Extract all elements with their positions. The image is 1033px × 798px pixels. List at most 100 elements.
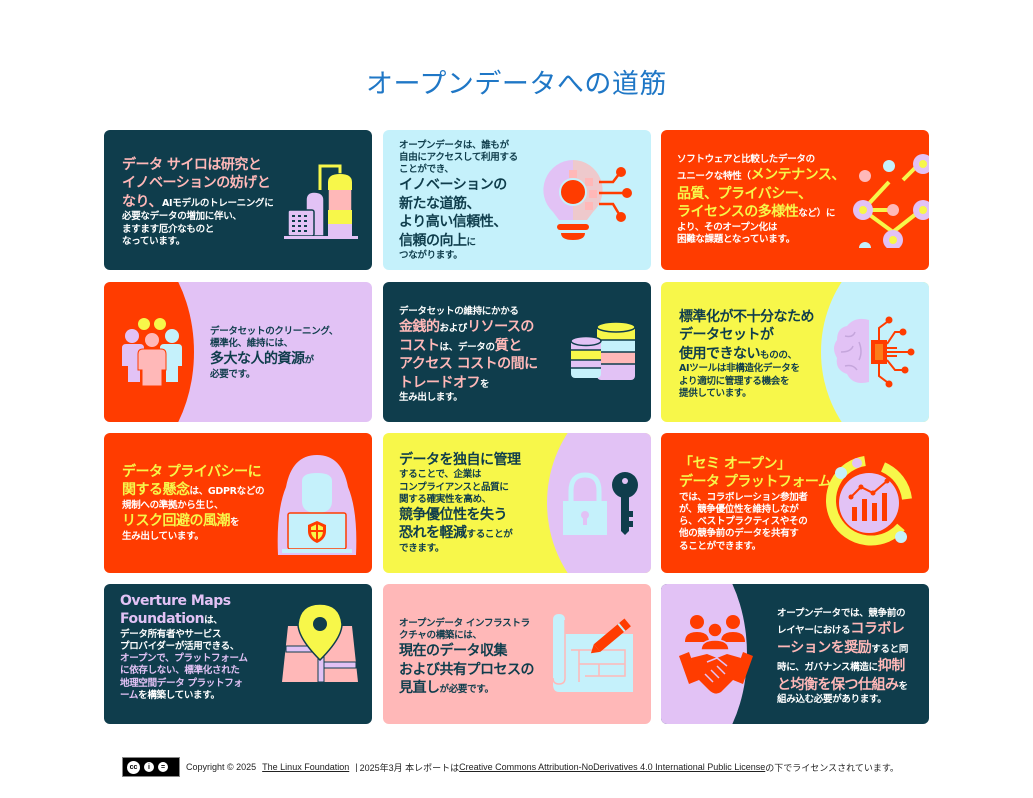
card-body: データセットの維持にかかる bbox=[399, 306, 519, 317]
lock-key-icon bbox=[563, 472, 638, 535]
card-body: など）に bbox=[798, 208, 836, 220]
by-attribution-icon: i bbox=[143, 761, 155, 773]
card-headline: トレードオフ bbox=[399, 374, 481, 391]
card-body: が bbox=[304, 355, 315, 367]
card-body: AIモデルのトレーニングに bbox=[161, 197, 274, 209]
linux-foundation-link[interactable]: The Linux Foundation bbox=[262, 762, 350, 772]
card-body: は、データの bbox=[439, 341, 496, 353]
card-text: オープンデータは、誰もが 自由にアクセスして利用する ことができ、 イノベーショ… bbox=[399, 140, 549, 263]
card-headline: 見直し bbox=[399, 680, 440, 697]
card-headline: データ サイロは研究と bbox=[122, 157, 262, 173]
card-text: データセットのクリーニング、 標準化、維持には、 多大な人的資源が 必要です。 bbox=[210, 326, 366, 381]
card-privacy-concerns: データ プライバシーに 関する懸念は、GDPRなどの 規制への準拠から生じ、 リ… bbox=[104, 433, 372, 573]
people-group-icon bbox=[122, 318, 182, 386]
page-title: オープンデータへの道筋 bbox=[366, 69, 667, 100]
card-body: ら、ベストプラクティスやその bbox=[679, 516, 808, 528]
card-headline: 信頼の向上 bbox=[399, 232, 467, 249]
card-headline: なり、 bbox=[122, 193, 162, 210]
card-open-data-access: オープンデータは、誰もが 自由にアクセスして利用する ことができ、 イノベーショ… bbox=[383, 130, 651, 270]
card-body: および bbox=[439, 323, 468, 335]
license-suffix: の下でライセンスされています。 bbox=[765, 762, 899, 773]
card-headline: 新たな道筋、 bbox=[399, 195, 481, 212]
card-collaboration-governance: オープンデータでは、競争前の レイヤーにおけるコラボレ ーションを奨励すると同 … bbox=[661, 584, 929, 724]
analytics-chart-icon bbox=[826, 456, 912, 546]
card-text: データセットの維持にかかる 金銭的およびリソースの コストは、データの質と アク… bbox=[399, 306, 571, 404]
card-body: つながります。 bbox=[399, 250, 463, 262]
card-headline: 金銭的 bbox=[399, 319, 440, 336]
card-body: プロバイダーが活用できる、 bbox=[120, 641, 240, 653]
card-infrastructure: オープンデータ インフラストラ クチャの構築には、 現在のデータ収集 および共有… bbox=[383, 584, 651, 724]
card-body: 他の競争前のデータを共有す bbox=[679, 528, 799, 540]
license-link[interactable]: Creative Commons Attribution-NoDerivativ… bbox=[459, 762, 766, 772]
card-headline: と均衡を保つ仕組み bbox=[777, 676, 899, 693]
card-body: 自由にアクセスして利用する bbox=[399, 152, 518, 164]
card-headline: データセットが bbox=[679, 327, 774, 344]
decorative-blob bbox=[661, 584, 747, 724]
card-body: オープンデータは、誰もが bbox=[399, 140, 509, 151]
card-body: ますます厄介なものと bbox=[122, 223, 215, 235]
card-body: オープンデータ インフラストラ bbox=[399, 618, 530, 629]
footer: cc i = Copyright © 2025 The Linux Founda… bbox=[122, 757, 899, 777]
card-text: オープンデータでは、競争前の レイヤーにおけるコラボレ ーションを奨励すると同 … bbox=[777, 608, 927, 706]
card-headline: リソースの bbox=[467, 319, 534, 336]
card-headline: イノベーションの妨げと bbox=[122, 175, 271, 192]
card-body: することが bbox=[466, 529, 513, 541]
card-text: データ サイロは研究と イノベーションの妨げと なり、AIモデルのトレーニングに… bbox=[122, 156, 294, 248]
card-body: を bbox=[480, 378, 490, 390]
cc-license-badge[interactable]: cc i = bbox=[122, 757, 180, 777]
card-headline: データを独自に管理 bbox=[399, 452, 521, 468]
card-body: 規制への準拠から生じ、 bbox=[122, 499, 224, 511]
card-headline: 標準化が不十分なため bbox=[679, 309, 815, 325]
card-body: 関する確実性を高め、 bbox=[399, 493, 492, 505]
card-text: 標準化が不十分なため データセットが 使用できないものの、 AIツールは非構造化… bbox=[679, 308, 839, 400]
card-body: を bbox=[898, 680, 909, 692]
map-pin-icon bbox=[282, 603, 358, 683]
card-headline: オープンで、プラットフォーム bbox=[120, 653, 248, 665]
card-body: 生み出します。 bbox=[399, 392, 463, 404]
card-body: が必要です。 bbox=[439, 684, 495, 696]
card-headline: および共有プロセスの bbox=[399, 661, 535, 678]
card-headline: イノベーションの bbox=[399, 177, 507, 194]
card-body: レイヤーにおける bbox=[777, 625, 851, 637]
hooded-hacker-laptop-icon bbox=[277, 455, 357, 555]
card-body: なっています。 bbox=[122, 235, 185, 247]
copyright-text: Copyright © 2025 bbox=[186, 762, 257, 772]
card-standardization: 標準化が不十分なため データセットが 使用できないものの、 AIツールは非構造化… bbox=[661, 282, 929, 422]
card-human-resources: データセットのクリーニング、 標準化、維持には、 多大な人的資源が 必要です。 bbox=[104, 282, 372, 422]
brain-chip-icon bbox=[834, 316, 915, 388]
card-headline: メンテナンス、 bbox=[750, 167, 846, 184]
card-overture-maps: Overture Maps Foundationは、 データ所有者やサービス プ… bbox=[104, 584, 372, 724]
nd-no-derivatives-icon: = bbox=[157, 761, 169, 773]
card-headline: 質と bbox=[494, 337, 523, 354]
card-data-silos: データ サイロは研究と イノベーションの妨げと なり、AIモデルのトレーニングに… bbox=[104, 130, 372, 270]
card-semi-open-platforms: 「セミ オープン」 データ プラットフォーム では、コラボレーション参加者 が、… bbox=[661, 433, 929, 573]
card-headline: アクセス コストの間に bbox=[399, 356, 538, 373]
card-body: すると同 bbox=[871, 643, 909, 655]
card-body: は、GDPRなどの bbox=[189, 486, 265, 498]
card-body: は、 bbox=[204, 615, 223, 627]
card-body: 標準化、維持には、 bbox=[210, 338, 293, 350]
card-body: 必要です。 bbox=[210, 368, 256, 380]
card-headline: データ プラットフォーム bbox=[679, 474, 832, 491]
card-body: オープンデータでは、競争前の bbox=[777, 608, 906, 619]
card-body: ユニークな特性（ bbox=[677, 171, 751, 183]
card-body: 提供しています。 bbox=[679, 387, 752, 399]
date-text: 2025年3月 本レポートは bbox=[359, 762, 460, 773]
card-headline: データ プライバシーに bbox=[122, 464, 262, 480]
card-headline: 品質、プライバシー、 bbox=[677, 185, 812, 202]
card-body: 時に、ガバナンス構造に bbox=[777, 662, 878, 674]
card-headline: 恐れを軽減 bbox=[399, 525, 467, 542]
card-headline: コラボレ bbox=[850, 621, 905, 638]
separator: | bbox=[355, 762, 358, 772]
cc-icon: cc bbox=[126, 759, 141, 775]
card-headline: Foundation bbox=[120, 611, 205, 628]
card-grid: データ サイロは研究と イノベーションの妨げと なり、AIモデルのトレーニングに… bbox=[104, 130, 930, 724]
card-text: データ プライバシーに 関する懸念は、GDPRなどの 規制への準拠から生じ、 リ… bbox=[122, 463, 294, 543]
card-text: ソフトウェアと比較したデータの ユニークな特性（メンテナンス、 品質、プライバシ… bbox=[677, 154, 867, 246]
card-headline: 「セミ オープン」 bbox=[679, 456, 791, 472]
card-body: に bbox=[466, 236, 477, 248]
card-headline: より高い信頼性、 bbox=[399, 214, 507, 231]
card-unique-characteristics: ソフトウェアと比較したデータの ユニークな特性（メンテナンス、 品質、プライバシ… bbox=[661, 130, 929, 270]
card-body: クチャの構築には、 bbox=[399, 630, 482, 642]
card-headline: 現在のデータ収集 bbox=[399, 643, 508, 660]
